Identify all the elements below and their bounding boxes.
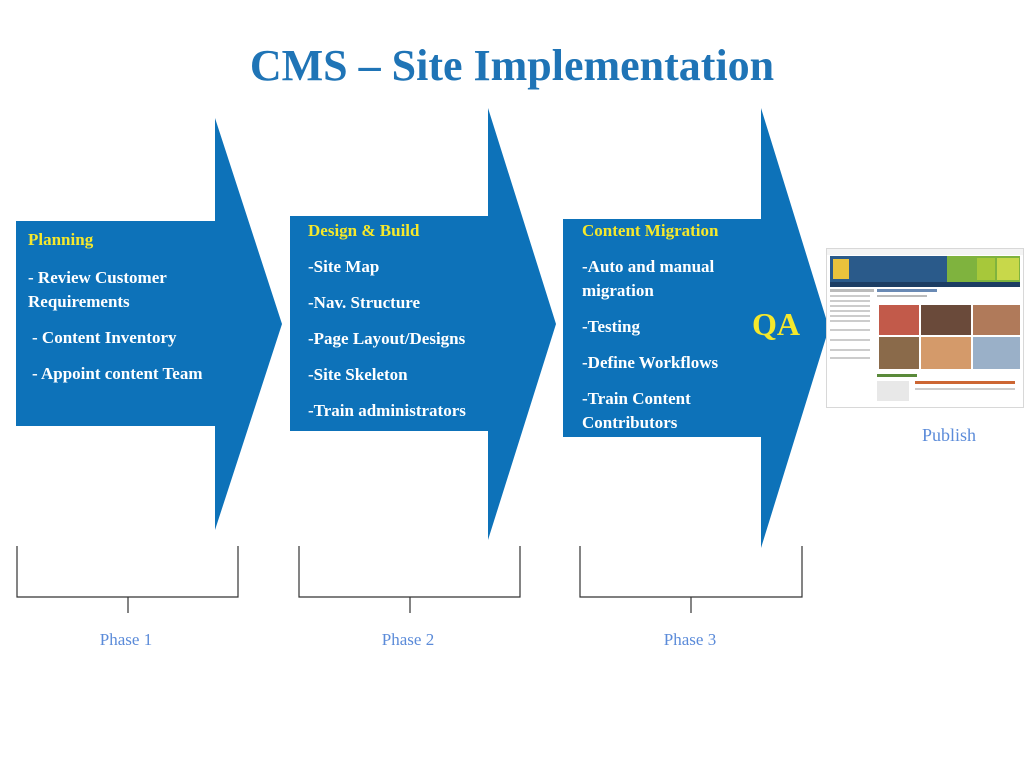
phase-2-label: Phase 2 <box>381 630 435 649</box>
stage-2-arrow <box>290 108 556 540</box>
stage-2-item: -Site Skeleton <box>308 365 408 384</box>
phase-1-label: Phase 1 <box>99 630 153 649</box>
stage-1-heading: Planning <box>28 230 94 249</box>
stage-1-text: Planning - Review Customer Requirements … <box>28 228 223 398</box>
phase-3-bracket <box>579 546 803 613</box>
stage-1-item: - Appoint content Team <box>32 364 203 383</box>
stage-3-item: -Define Workflows <box>582 353 719 372</box>
stage-2-item: -Nav. Structure <box>308 293 421 312</box>
stage-2-item: -Train administrators <box>308 401 466 420</box>
phase-1-bracket <box>16 546 239 613</box>
phase-3-label: Phase 3 <box>663 630 717 649</box>
website-screenshot <box>826 248 1024 408</box>
stage-1-arrow <box>16 118 282 530</box>
stage-2-text: Design & Build -Site Map -Nav. Structure… <box>308 219 508 435</box>
website-thumbnail-image <box>827 249 1023 401</box>
stage-3-heading: Content Migration <box>582 221 719 240</box>
qa-label: QA <box>752 306 800 342</box>
stage-3-text: Content Migration -Auto and manual migra… <box>582 219 762 447</box>
publish-label: Publish <box>922 425 977 445</box>
stage-3-item: -Testing <box>582 317 640 336</box>
stage-1-item: - Review Customer Requirements <box>28 268 167 311</box>
stage-3-item: -Auto and manual migration <box>582 257 715 300</box>
stage-3-item: -Train Content Contributors <box>582 389 691 432</box>
phase-2-bracket <box>298 546 521 613</box>
stage-2-heading: Design & Build <box>308 221 420 240</box>
stage-1-item: - Content Inventory <box>32 328 177 347</box>
page-title: CMS – Site Implementation <box>249 41 775 90</box>
stage-2-item: -Site Map <box>308 257 380 276</box>
stage-2-item: -Page Layout/Designs <box>308 329 466 348</box>
stage-3-arrow <box>563 108 829 548</box>
